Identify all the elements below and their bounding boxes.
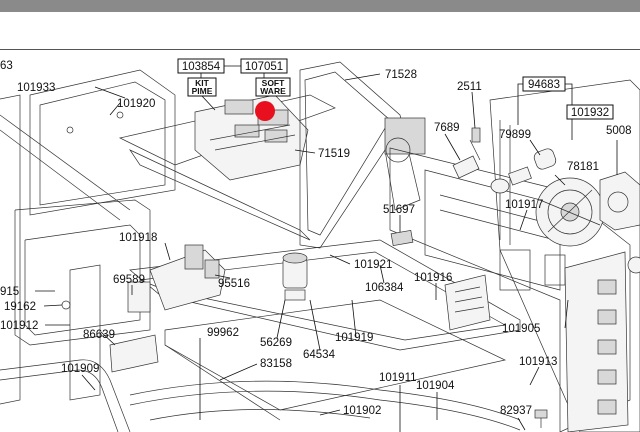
label-83158[interactable]: 83158 xyxy=(260,358,292,370)
label-101909[interactable]: 101909 xyxy=(61,363,99,375)
callout-107051[interactable]: 107051 xyxy=(240,58,288,74)
label-101919[interactable]: 101919 xyxy=(335,332,373,344)
label-56269[interactable]: 56269 xyxy=(260,337,292,349)
cylinder-sensor xyxy=(282,252,308,301)
label-94683: 94683 xyxy=(528,79,560,91)
label-51697[interactable]: 51697 xyxy=(383,204,415,216)
label-101905[interactable]: 101905 xyxy=(502,323,540,335)
switch-bracket xyxy=(149,244,226,311)
callout-94683[interactable]: 94683 xyxy=(522,76,566,92)
small-switch xyxy=(390,229,414,247)
leader-lines xyxy=(35,73,618,432)
label-63[interactable]: 63 xyxy=(0,60,13,72)
label-101913[interactable]: 101913 xyxy=(519,356,557,368)
separator-line xyxy=(0,49,640,50)
label-7689[interactable]: 7689 xyxy=(434,122,460,134)
label-5008[interactable]: 5008 xyxy=(606,125,632,137)
left-rear-panel xyxy=(29,69,176,216)
label-99962[interactable]: 99962 xyxy=(207,327,239,339)
highlight-marker xyxy=(255,101,275,121)
callout-101932[interactable]: 101932 xyxy=(566,104,614,120)
fan-motor xyxy=(599,171,640,231)
callout-103854[interactable]: 103854 xyxy=(177,58,225,74)
label-106384[interactable]: 106384 xyxy=(365,282,404,294)
label-101902[interactable]: 101902 xyxy=(343,405,381,417)
label-101916[interactable]: 101916 xyxy=(414,272,452,284)
motor-housing xyxy=(299,61,426,249)
label-103854: 103854 xyxy=(182,61,221,73)
label-101933[interactable]: 101933 xyxy=(17,82,55,94)
pcb-card xyxy=(444,274,491,331)
soft-tag-line2: WARE xyxy=(260,86,286,96)
label-101917[interactable]: 101917 xyxy=(505,199,543,211)
small-clip xyxy=(534,409,548,428)
kit-pime-tag: KIT PIME xyxy=(187,77,217,97)
label-101918[interactable]: 101918 xyxy=(119,232,157,244)
label-101904[interactable]: 101904 xyxy=(416,380,455,392)
heating-element xyxy=(129,380,521,431)
label-101911[interactable]: 101911 xyxy=(379,372,417,384)
label-915[interactable]: 915 xyxy=(0,286,19,298)
label-64534[interactable]: 64534 xyxy=(303,349,336,361)
control-board xyxy=(194,94,309,181)
soft-tag-line1: SOFT xyxy=(262,78,285,88)
software-tag: SOFT WARE xyxy=(255,77,291,97)
label-2511[interactable]: 2511 xyxy=(457,81,482,93)
label-78181[interactable]: 78181 xyxy=(567,161,599,173)
label-69589[interactable]: 69589 xyxy=(113,274,145,286)
left-side-panel xyxy=(0,94,151,405)
label-95516[interactable]: 95516 xyxy=(218,278,250,290)
thermostat-parts xyxy=(452,127,557,194)
label-101912[interactable]: 101912 xyxy=(0,320,38,332)
label-101920[interactable]: 101920 xyxy=(117,98,155,110)
fan-disc xyxy=(535,177,605,247)
label-79899[interactable]: 79899 xyxy=(499,129,531,141)
terminal-strip xyxy=(109,334,159,373)
label-71519[interactable]: 71519 xyxy=(318,148,350,160)
label-107051: 107051 xyxy=(245,61,283,73)
label-86639[interactable]: 86639 xyxy=(83,329,115,341)
small-knob xyxy=(627,256,640,274)
kit-tag-line1: KIT xyxy=(195,78,210,88)
front-control-panel xyxy=(564,251,629,432)
kit-tag-line2: PIME xyxy=(192,86,213,96)
label-82937[interactable]: 82937 xyxy=(500,405,532,417)
window-top-bar xyxy=(0,0,640,12)
door-gasket xyxy=(0,359,131,432)
label-101932: 101932 xyxy=(571,107,609,119)
label-101921[interactable]: 101921 xyxy=(354,259,392,271)
label-71528[interactable]: 71528 xyxy=(385,69,417,81)
relay-block xyxy=(127,281,151,313)
label-19162[interactable]: 19162 xyxy=(4,301,36,313)
